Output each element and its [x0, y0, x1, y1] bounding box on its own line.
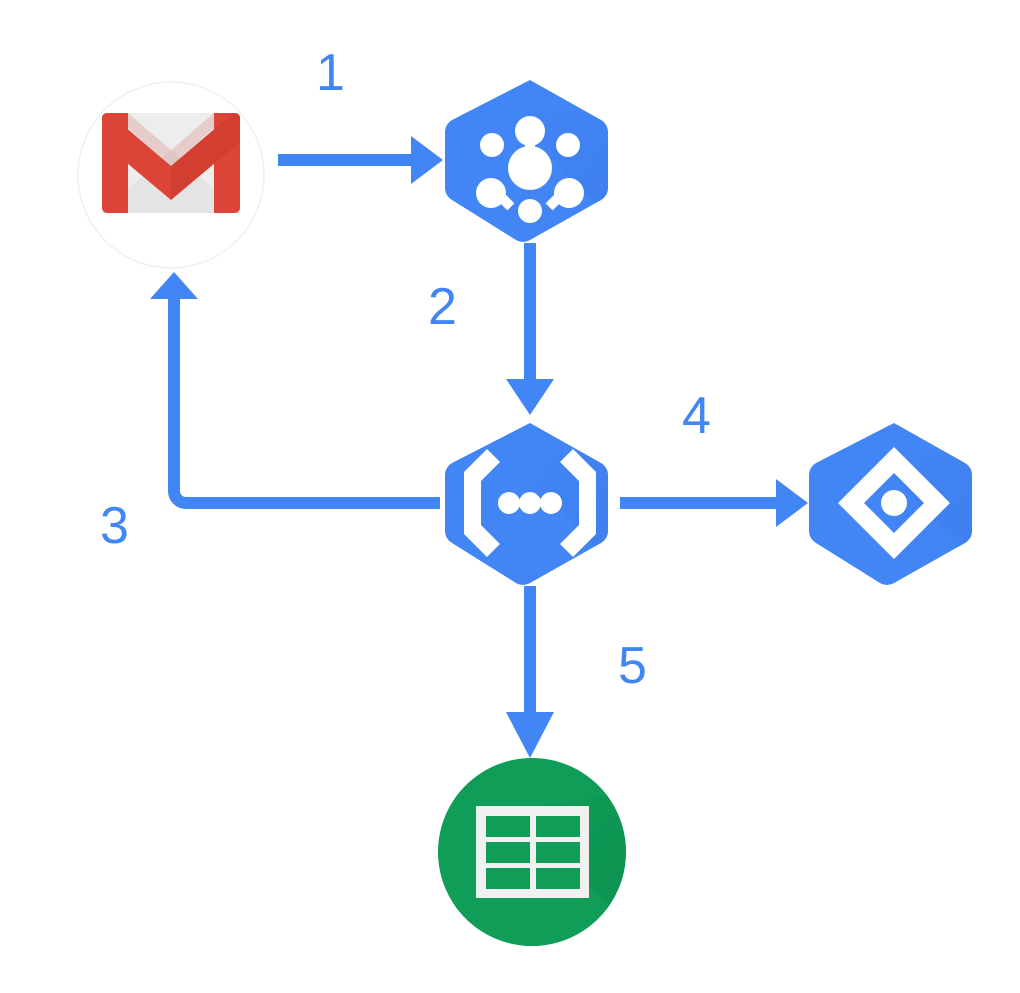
edge-label-2: 2: [428, 278, 457, 336]
edge-label-3: 3: [100, 497, 129, 555]
edge-2-pubsub-to-functions: [506, 243, 554, 415]
edge-4-functions-to-vision: [620, 479, 808, 527]
gmail-icon: [102, 113, 240, 213]
edge-label-5: 5: [618, 637, 647, 695]
edge-1-gmail-to-pubsub: [278, 136, 443, 184]
edge-label-1: 1: [316, 44, 345, 102]
edge-label-4: 4: [682, 387, 711, 445]
edge-3-functions-to-gmail: [150, 272, 440, 509]
edge-5-functions-to-sheets: [506, 586, 554, 758]
cloud-vision-icon: [838, 447, 950, 559]
node-cloud-functions[interactable]: [445, 423, 640, 593]
cloud-functions-icon: [464, 449, 596, 557]
node-gmail[interactable]: [77, 81, 265, 269]
node-cloud-pubsub[interactable]: [445, 80, 640, 250]
cloud-pubsub-icon: [476, 116, 584, 223]
google-sheets-icon: [476, 806, 589, 898]
node-google-sheets[interactable]: [438, 758, 650, 946]
node-cloud-vision[interactable]: [809, 423, 1004, 593]
